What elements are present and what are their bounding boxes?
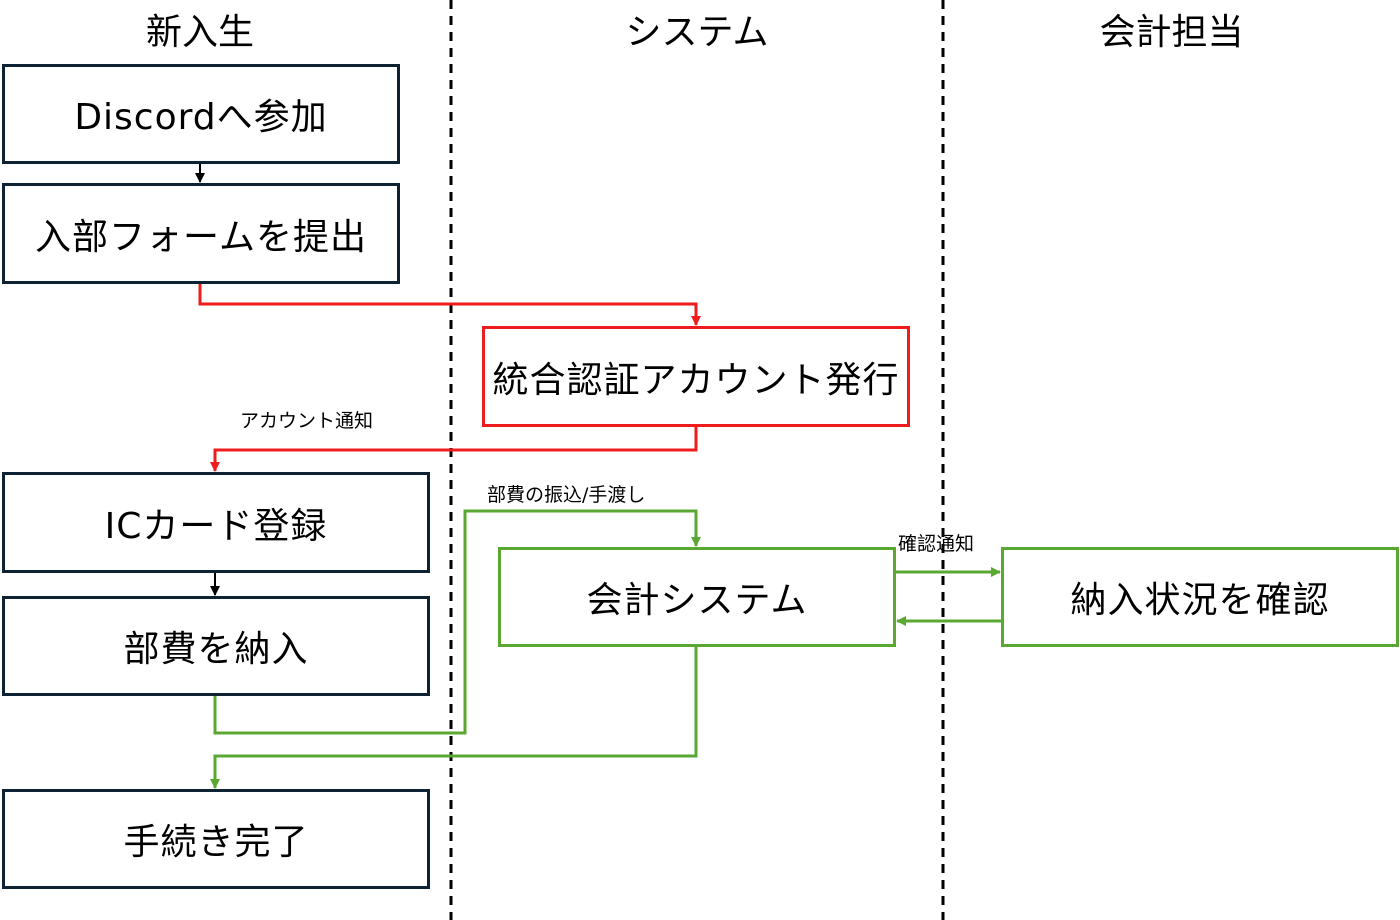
node-payfee: 部費を納入 <box>2 596 430 696</box>
arrow-payfee-to-accounting-system <box>213 509 701 735</box>
arrow-accounting-system-to-complete <box>210 646 698 789</box>
node-form: 入部フォームを提出 <box>2 183 400 284</box>
node-iccard: ICカード登録 <box>2 472 430 573</box>
node-discord: Discordへ参加 <box>2 64 400 164</box>
lane-title-system: システム <box>625 12 769 53</box>
node-complete: 手続き完了 <box>2 789 430 889</box>
lane-title-accounting: 会計担当 <box>1099 12 1244 53</box>
arrow-form-to-account <box>198 283 701 326</box>
arrow-account-to-iccard <box>210 426 698 472</box>
node-check-payment: 納入状況を確認 <box>1001 547 1399 647</box>
node-accounting-system: 会計システム <box>498 547 896 647</box>
lane-title-student: 新入生 <box>145 12 254 53</box>
label-confirm-notice: 確認通知 <box>898 533 975 555</box>
label-fee-transfer: 部費の振込/手渡し <box>487 484 646 506</box>
node-account: 統合認証アカウント発行 <box>482 326 910 427</box>
label-account-notice: アカウント通知 <box>240 410 374 432</box>
